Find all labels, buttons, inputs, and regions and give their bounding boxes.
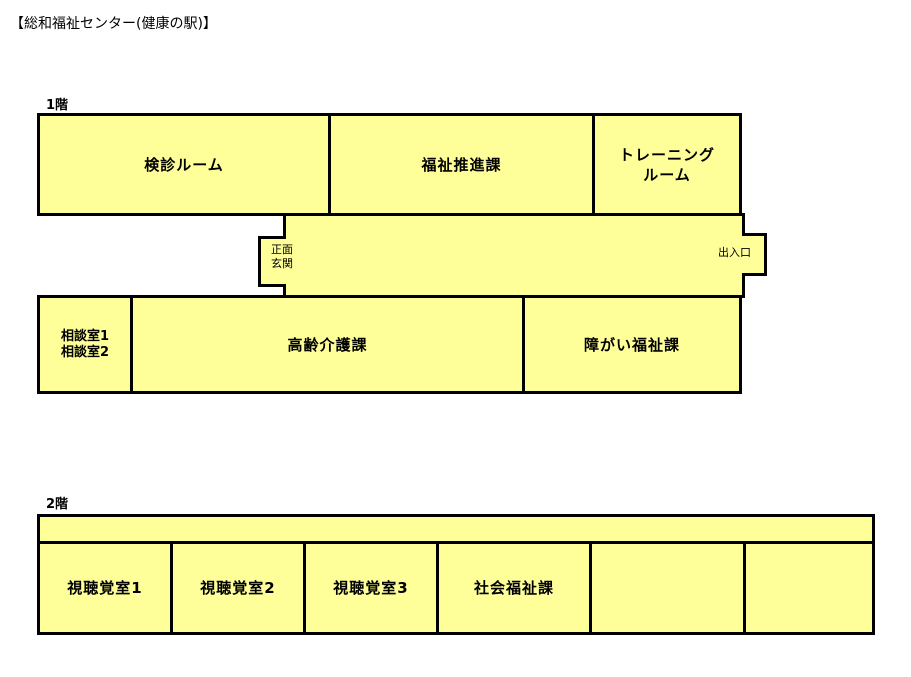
floor-2-wing: 視聴覚室1 視聴覚室2 視聴覚室3 社会福祉課 — [37, 514, 875, 635]
wall-divider — [589, 544, 592, 632]
room-label-fukushi-suishin-ka: 福祉推進課 — [421, 155, 502, 174]
room-soudan-shitsu[interactable]: 相談室1 相談室2 — [40, 298, 130, 391]
room-training-room[interactable]: トレーニング ルーム — [595, 116, 739, 213]
room-label-soudan-shitsu: 相談室1 相談室2 — [60, 328, 110, 360]
room-korei-kaigo-ka[interactable]: 高齢介護課 — [133, 298, 522, 391]
exit-label: 出入口 — [718, 246, 751, 259]
wall-divider — [436, 544, 439, 632]
room-label-shakai-fukushi-ka: 社会福祉課 — [473, 579, 554, 597]
room-label-kenshin-room: 検診ルーム — [144, 155, 224, 174]
page-title: 【総和福祉センター(健康の駅)】 — [10, 16, 217, 32]
wall-divider — [130, 298, 133, 391]
room-shogai-fukushi-ka[interactable]: 障がい福祉課 — [525, 298, 739, 391]
room-label-shichokaku-shitsu-1: 視聴覚室1 — [67, 579, 143, 597]
floor-1-corridor — [255, 213, 775, 298]
wall-divider — [40, 541, 872, 544]
room-label-shichokaku-shitsu-2: 視聴覚室2 — [200, 579, 276, 597]
floor-1-top-wing: 検診ルーム 福祉推進課 トレーニング ルーム — [37, 113, 742, 216]
wall-divider — [303, 544, 306, 632]
room-shichokaku-shitsu-2[interactable]: 視聴覚室2 — [173, 544, 303, 632]
front-entrance-label: 正面 玄関 — [271, 243, 293, 270]
floor-2-label: 2階 — [46, 497, 69, 512]
room-label-shogai-fukushi-ka: 障がい福祉課 — [583, 335, 680, 354]
room-kenshin-room[interactable]: 検診ルーム — [40, 116, 328, 213]
room-label-korei-kaigo-ka: 高齢介護課 — [287, 335, 368, 354]
wall-divider — [522, 298, 525, 391]
room-shichokaku-shitsu-3[interactable]: 視聴覚室3 — [306, 544, 436, 632]
corridor-outline-shape — [258, 213, 767, 298]
wall-divider — [328, 116, 331, 213]
room-shichokaku-shitsu-1[interactable]: 視聴覚室1 — [40, 544, 170, 632]
wall-divider — [170, 544, 173, 632]
room-shakai-fukushi-ka[interactable]: 社会福祉課 — [439, 544, 589, 632]
room-label-shichokaku-shitsu-3: 視聴覚室3 — [333, 579, 409, 597]
room-unlabeled-room-2[interactable] — [746, 544, 872, 632]
room-fukushi-suishin-ka[interactable]: 福祉推進課 — [331, 116, 592, 213]
room-label-training-room: トレーニング ルーム — [618, 145, 715, 184]
floor-1-label: 1階 — [46, 98, 69, 113]
wall-divider — [592, 116, 595, 213]
wall-divider — [743, 544, 746, 632]
room-unlabeled-room-1[interactable] — [592, 544, 743, 632]
floor-1-bottom-wing: 相談室1 相談室2 高齢介護課 障がい福祉課 — [37, 295, 742, 394]
floor-2-corridor — [40, 517, 872, 541]
